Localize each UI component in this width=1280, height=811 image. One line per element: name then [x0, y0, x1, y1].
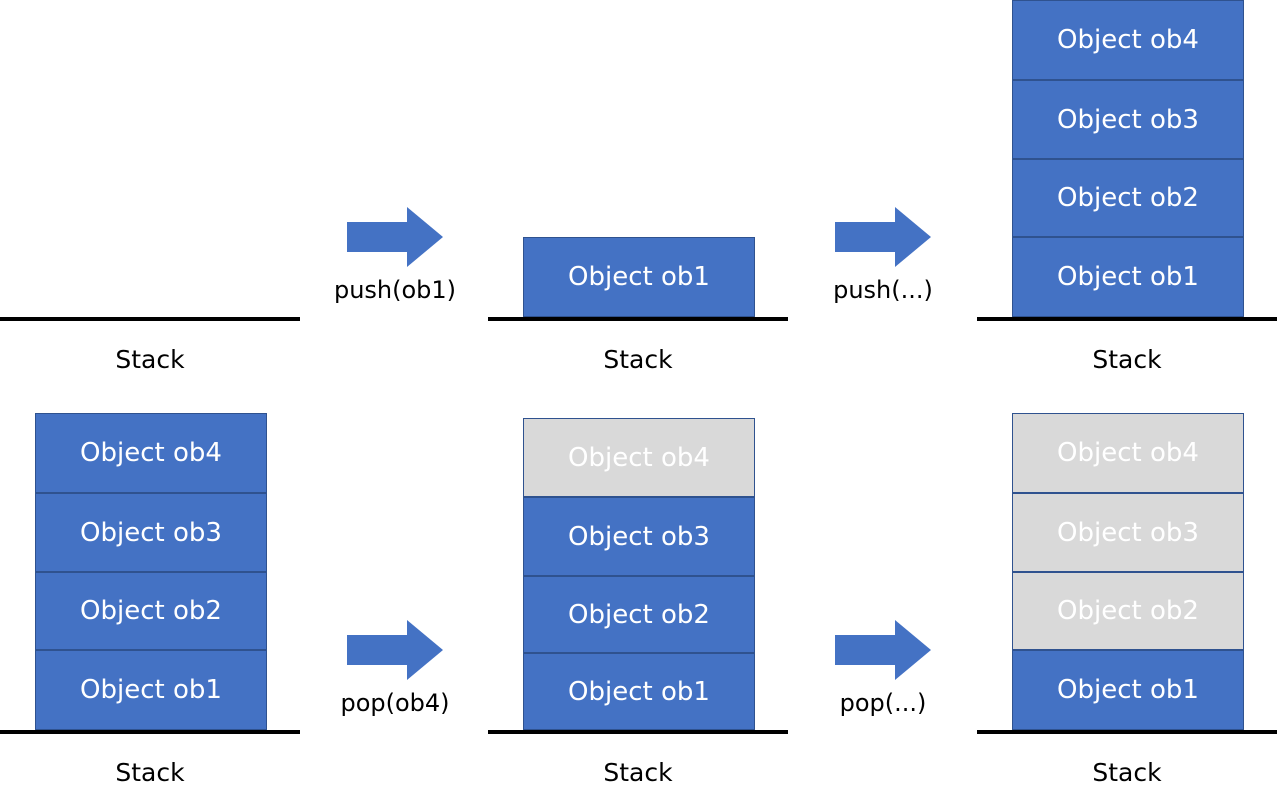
operation-label-push-more: push(...) — [833, 276, 933, 304]
stack-block-ob2: Object ob2 — [1012, 159, 1244, 237]
stack-block-ob3: Object ob3 — [1012, 493, 1244, 572]
stack-block-ob2: Object ob2 — [1012, 572, 1244, 650]
stack-block-ob2: Object ob2 — [35, 572, 267, 650]
stack-block-ob1: Object ob1 — [523, 237, 755, 317]
stack-label: Stack — [1092, 758, 1162, 787]
stack-label: Stack — [115, 345, 185, 374]
right-arrow-icon — [835, 620, 931, 680]
stack-baseline — [977, 730, 1277, 734]
stack-label: Stack — [115, 758, 185, 787]
stack-block-ob1: Object ob1 — [35, 650, 267, 730]
stack-block-ob3: Object ob3 — [1012, 80, 1244, 159]
stack-block-ob2: Object ob2 — [523, 576, 755, 653]
stack-block-ob1: Object ob1 — [523, 653, 755, 730]
stack-baseline — [0, 730, 300, 734]
stack-baseline — [488, 317, 788, 321]
stack-label: Stack — [1092, 345, 1162, 374]
operation-label-push-ob1: push(ob1) — [333, 276, 457, 304]
right-arrow-icon — [347, 207, 443, 267]
right-arrow-icon — [347, 620, 443, 680]
operation-label-pop-ob4: pop(ob4) — [340, 689, 450, 717]
operation-label-pop-more: pop(...) — [839, 689, 927, 717]
stack-baseline — [977, 317, 1277, 321]
right-arrow-icon — [835, 207, 931, 267]
stack-block-ob1: Object ob1 — [1012, 237, 1244, 317]
stack-label: Stack — [603, 758, 673, 787]
stack-block-ob1: Object ob1 — [1012, 650, 1244, 730]
stack-block-ob4: Object ob4 — [1012, 413, 1244, 493]
stack-block-ob4: Object ob4 — [35, 413, 267, 493]
stack-label: Stack — [603, 345, 673, 374]
stack-baseline — [488, 730, 788, 734]
stack-baseline — [0, 317, 300, 321]
stack-block-ob3: Object ob3 — [35, 493, 267, 572]
stack-block-ob3: Object ob3 — [523, 497, 755, 576]
stack-block-ob4: Object ob4 — [1012, 0, 1244, 80]
stack-block-ob4: Object ob4 — [523, 418, 755, 497]
